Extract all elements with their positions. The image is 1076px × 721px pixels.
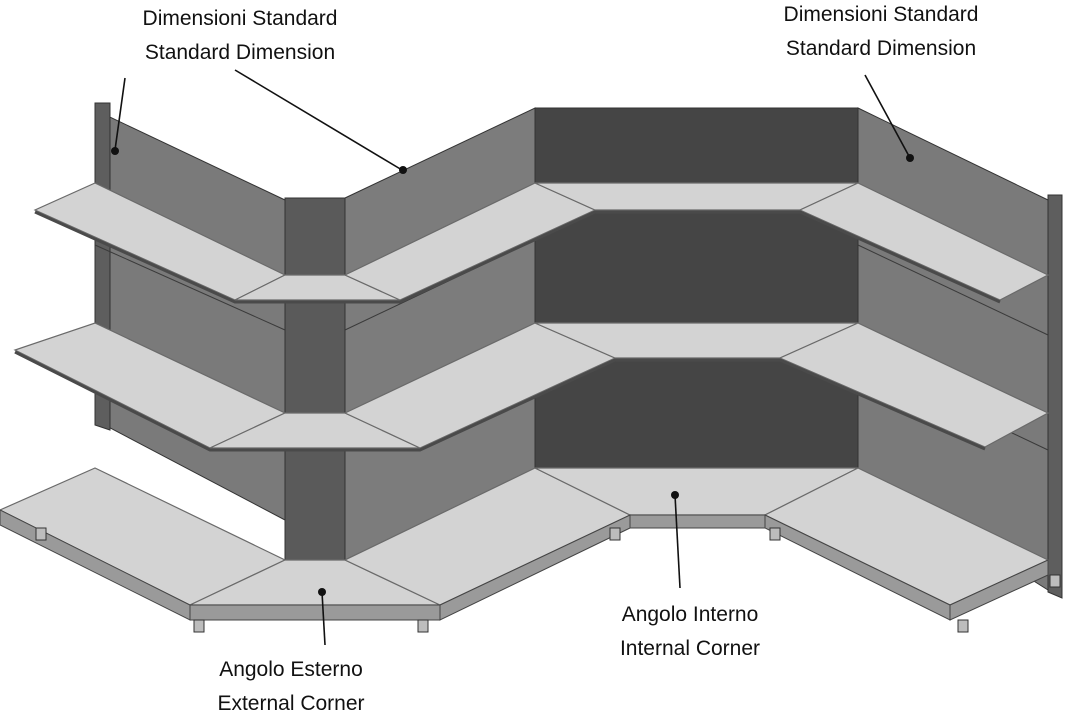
label-standard-dimension-left: Dimensioni Standard Standard Dimension bbox=[105, 2, 375, 70]
leader-std-left-a bbox=[114, 77, 126, 151]
leader-dots bbox=[111, 147, 914, 596]
label-external-corner: Angolo Esterno External Corner bbox=[180, 653, 402, 721]
label-line-english: Internal Corner bbox=[619, 637, 761, 660]
label-line-english: Standard Dimension bbox=[785, 37, 977, 60]
leader-std-left-b bbox=[234, 69, 403, 171]
panel-left-wall bbox=[94, 109, 286, 521]
label-line-italian: Dimensioni Standard bbox=[142, 7, 338, 30]
dot-int-corner bbox=[671, 491, 679, 499]
dot-std-left-b bbox=[399, 166, 407, 174]
label-line-english: External Corner bbox=[217, 692, 365, 715]
label-line-english: Standard Dimension bbox=[144, 41, 336, 64]
base-plinth bbox=[0, 509, 1049, 621]
label-line-italian: Angolo Interno bbox=[621, 603, 759, 626]
label-line-italian: Dimensioni Standard bbox=[783, 3, 979, 26]
shelf-mid-right bbox=[778, 322, 1050, 448]
leaders bbox=[114, 69, 911, 646]
label-internal-corner: Angolo Interno Internal Corner bbox=[585, 598, 795, 666]
label-standard-dimension-right: Dimensioni Standard Standard Dimension bbox=[745, 0, 1017, 66]
corner-column bbox=[284, 197, 346, 561]
shelf-lips bbox=[14, 210, 1001, 452]
dot-std-left-a bbox=[111, 147, 119, 155]
leader-ext-corner bbox=[321, 591, 326, 646]
dot-ext-corner bbox=[318, 588, 326, 596]
leader-int-corner bbox=[674, 494, 681, 589]
feet bbox=[35, 527, 1061, 633]
shelves bbox=[0, 182, 1050, 606]
panel-center-back bbox=[534, 107, 859, 471]
upright-right bbox=[1047, 194, 1063, 599]
leader-std-right bbox=[864, 74, 911, 159]
label-line-italian: Angolo Esterno bbox=[219, 658, 363, 681]
shelf-top-right bbox=[798, 182, 1050, 301]
dot-std-right bbox=[906, 154, 914, 162]
